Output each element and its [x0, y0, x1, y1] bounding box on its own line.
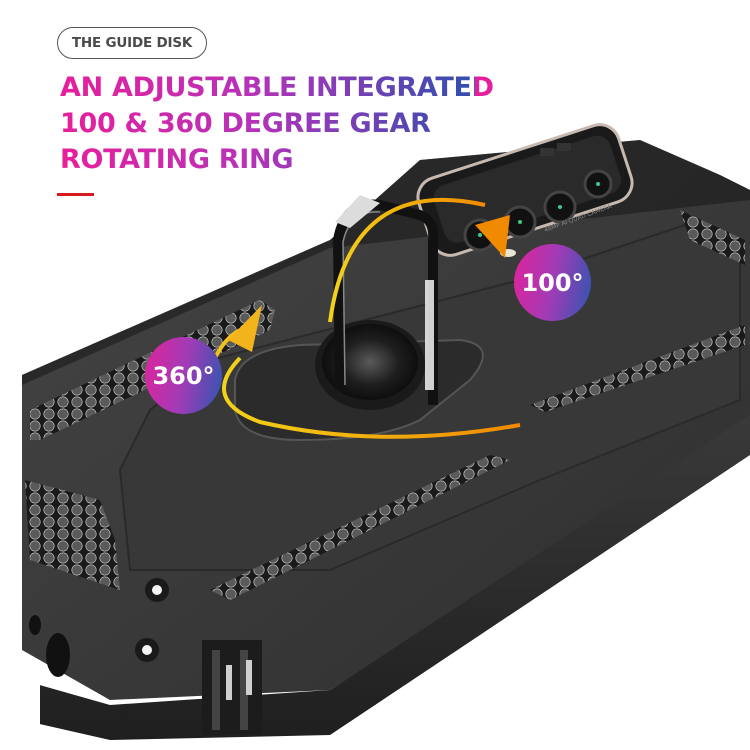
grip-strip-right-mid: [530, 325, 745, 412]
arrow-head-360: [228, 305, 262, 352]
rotation-arc-100: [328, 197, 486, 323]
headline-line-2: 100 & 360 DEGREE GEAR: [60, 106, 494, 142]
headline: AN ADJUSTABLE INTEGRATED 100 & 360 DEGRE…: [60, 70, 494, 178]
headline-line-3: ROTATING RING: [60, 142, 494, 178]
badge-100-tilt: 100°: [514, 244, 591, 321]
corner-screws: [135, 578, 169, 662]
ring-holder: [234, 195, 484, 442]
accent-rule: [57, 193, 94, 196]
guide-disk-tag: THE GUIDE DISK: [57, 27, 207, 59]
grip-strip-left: [25, 480, 120, 590]
arrow-head-100: [475, 215, 510, 258]
side-button-guard: [202, 640, 262, 735]
rotation-arc-360: [222, 356, 521, 439]
grip-strip-right-upper: [680, 210, 745, 265]
rotating-disc: [322, 324, 418, 400]
camera-module: 48MP AI QUAD CAMERA: [416, 123, 634, 257]
badge-360-rotation: 360°: [145, 337, 222, 414]
grip-strip-lower: [210, 455, 510, 600]
headline-line-1: AN ADJUSTABLE INTEGRATED: [60, 70, 494, 106]
port-cutouts: [29, 615, 70, 677]
